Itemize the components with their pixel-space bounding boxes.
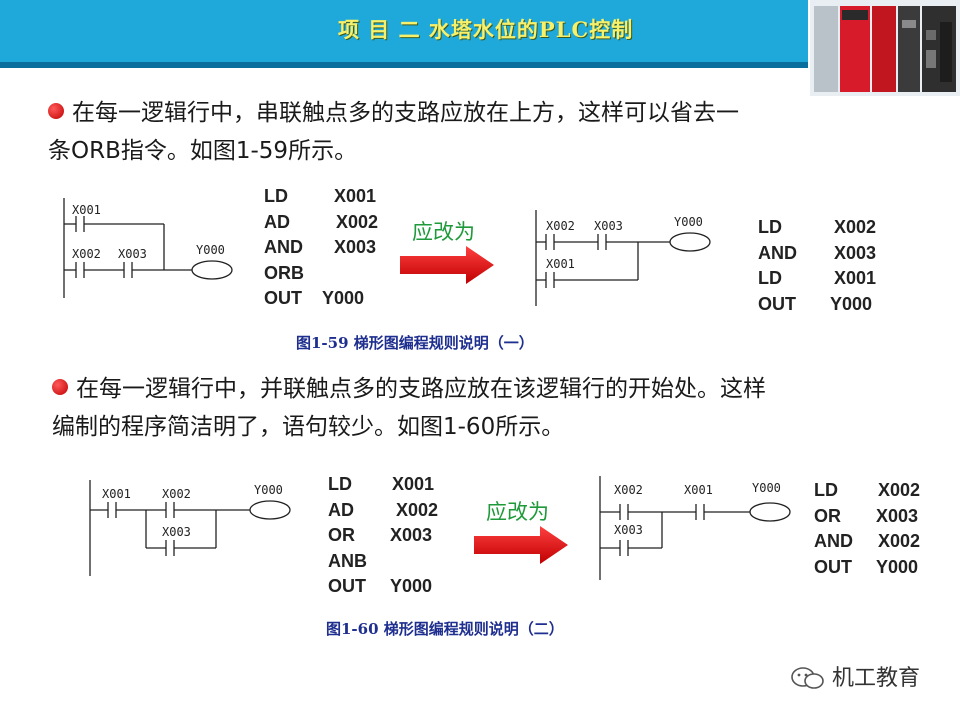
opcode: OR xyxy=(814,505,841,526)
opcode: ORB xyxy=(264,262,304,283)
title-bar xyxy=(0,0,808,62)
ladder-2-before-coil: Y000 xyxy=(254,483,283,497)
opcode: LD xyxy=(758,268,782,288)
opcode: LD xyxy=(264,186,288,206)
opcode: AD xyxy=(328,499,354,520)
bullet-icon xyxy=(48,103,64,119)
operand: X003 xyxy=(390,525,433,545)
ladder-1-before-contact-3: X003 xyxy=(118,247,147,261)
opcode: AND xyxy=(814,531,853,551)
opcode: AND xyxy=(264,237,303,257)
operand: X001 xyxy=(834,268,877,288)
ladder-2-after-contact-1: X002 xyxy=(614,483,643,497)
opcode: OUT xyxy=(814,556,852,577)
ladder-2-before-contact-1: X001 xyxy=(102,487,131,501)
opcode: AD xyxy=(264,211,290,232)
paragraph-1: 在每一逻辑行中，串联触点多的支路应放在上方，这样可以省去一 条ORB指令。如图1… xyxy=(48,94,739,170)
opcode: LD xyxy=(758,217,782,237)
paragraph-2-line-2: 编制的程序简洁明了，语句较少。如图1-60所示。 xyxy=(52,414,565,440)
paragraph-1-line-2: 条ORB指令。如图1-59所示。 xyxy=(48,138,358,164)
operand: X001 xyxy=(392,474,435,494)
arrow-right-icon xyxy=(400,246,494,284)
opcode: OUT xyxy=(758,293,796,314)
figure-caption-2: 图1-60 梯形图编程规则说明（二） xyxy=(326,620,564,638)
ladder-2-after-contact-3: X003 xyxy=(614,523,643,537)
bullet-icon xyxy=(52,379,68,395)
opcode: ANB xyxy=(328,550,367,571)
paragraph-2: 在每一逻辑行中，并联触点多的支路应放在该逻辑行的开始处。这样 编制的程序简洁明了… xyxy=(52,370,766,446)
change-label-1: 应改为 xyxy=(412,220,475,244)
arrow-right-icon xyxy=(474,526,568,564)
ladder-diagram-2-before: X001 X002 X003 Y000 xyxy=(89,480,291,576)
operand: X003 xyxy=(834,242,877,263)
ladder-1-after-contact-1: X002 xyxy=(546,219,575,233)
opcode: LD xyxy=(328,474,352,494)
ladder-2-after-contact-2: X001 xyxy=(684,483,713,497)
operand: Y000 xyxy=(876,556,919,577)
ladder-1-before-contact-2: X002 xyxy=(72,247,101,261)
change-label-2: 应改为 xyxy=(486,500,549,524)
opcode: OUT xyxy=(264,288,302,308)
slide-title: 项 目 二 水塔水位的PLC控制 xyxy=(338,17,634,42)
operand: X002 xyxy=(878,480,921,500)
paragraph-2-line-1: 在每一逻辑行中，并联触点多的支路应放在该逻辑行的开始处。这样 xyxy=(76,376,766,402)
operand: Y000 xyxy=(390,576,433,596)
plc-hardware-image xyxy=(810,0,960,96)
ladder-2-after-coil: Y000 xyxy=(752,481,781,495)
ladder-diagram-2-after: X002 X001 X003 Y000 xyxy=(599,476,791,580)
ladder-2-before-contact-3: X003 xyxy=(162,525,191,539)
operand: Y000 xyxy=(830,293,873,314)
opcode: AND xyxy=(758,242,797,263)
operand: X003 xyxy=(334,237,377,257)
operand: X003 xyxy=(876,505,919,526)
ladder-1-after-contact-2: X003 xyxy=(594,219,623,233)
watermark-text: 机工教育 xyxy=(832,666,921,691)
ladder-diagram-1-before: X001 X002 X003 Y000 xyxy=(63,198,233,298)
operand: X002 xyxy=(878,531,921,551)
operand: X001 xyxy=(334,186,377,206)
ladder-1-before-contact-1: X001 xyxy=(72,203,101,217)
paragraph-1-line-1: 在每一逻辑行中，串联触点多的支路应放在上方，这样可以省去一 xyxy=(72,100,739,126)
opcode: OUT xyxy=(328,576,366,596)
ladder-1-after-contact-3: X001 xyxy=(546,257,575,271)
opcode: LD xyxy=(814,480,838,500)
ladder-1-after-coil: Y000 xyxy=(674,215,703,229)
operand: X002 xyxy=(396,499,439,520)
title-bar-underline xyxy=(0,62,808,68)
figure-caption-1: 图1-59 梯形图编程规则说明（一） xyxy=(296,334,534,352)
opcode: OR xyxy=(328,525,355,545)
ladder-1-before-coil: Y000 xyxy=(196,243,225,257)
ladder-2-before-contact-2: X002 xyxy=(162,487,191,501)
operand: X002 xyxy=(834,217,877,237)
wechat-icon xyxy=(791,667,824,689)
operand: Y000 xyxy=(322,288,365,308)
operand: X002 xyxy=(336,211,379,232)
ladder-diagram-1-after: X002 X003 X001 Y000 xyxy=(535,210,711,306)
